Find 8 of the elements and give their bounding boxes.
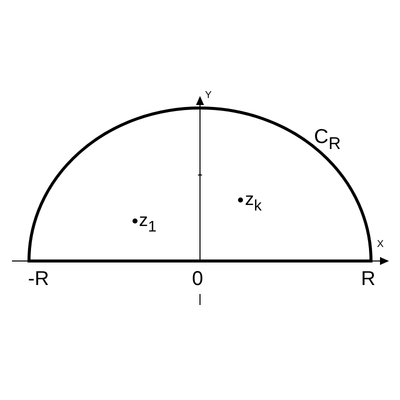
contour-label: C$_{R}$ xyxy=(314,127,341,152)
tick-label: R xyxy=(361,269,376,289)
axis-label: X xyxy=(377,240,384,250)
axis-label: Y xyxy=(205,91,212,101)
tick-label: -R xyxy=(28,269,50,289)
point-label: z$_{k}$ xyxy=(245,190,262,214)
tick-label: 0 xyxy=(192,269,204,289)
point-label: z$_{1}$ xyxy=(139,211,157,235)
